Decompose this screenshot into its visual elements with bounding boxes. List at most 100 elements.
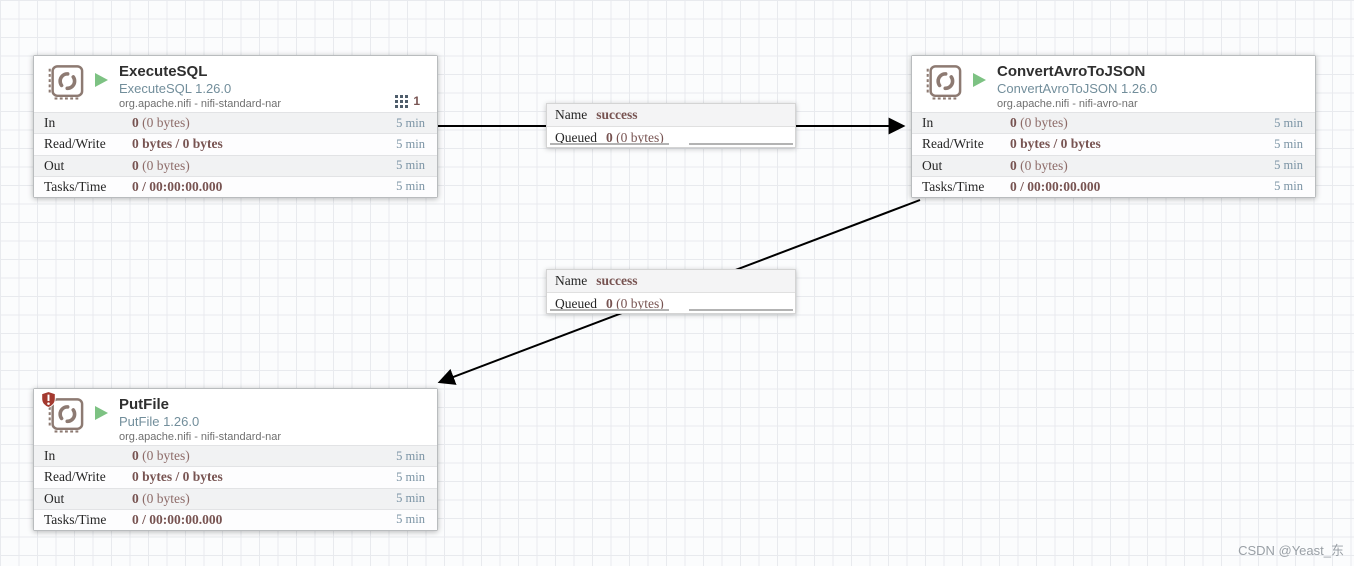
connection-queued-row: Queued 0 (0 bytes) <box>547 293 795 315</box>
stat-label: Read/Write <box>922 136 984 152</box>
stat-value: 0 <box>132 490 139 506</box>
queue-fill-bar-count <box>550 143 669 145</box>
processor-type-version: PutFile 1.26.0 <box>119 414 200 430</box>
stat-timeframe: 5 min <box>396 115 425 130</box>
connection-name-row: Name success <box>547 270 795 293</box>
queue-fill-bar-size <box>689 309 793 311</box>
run-status-icon <box>95 406 108 420</box>
run-status-stopped-false-running-icon <box>95 73 108 87</box>
tasks-count: 1 <box>413 94 420 108</box>
processor-putfile[interactable]: PutFile PutFile 1.26.0 org.apache.nifi -… <box>33 388 438 531</box>
stat-row-in: In 0 (0 bytes) 5 min <box>34 445 437 467</box>
processor-header: PutFile PutFile 1.26.0 org.apache.nifi -… <box>34 389 437 445</box>
stat-row-readwrite: Read/Write 0 bytes / 0 bytes 5 min <box>34 133 437 155</box>
stat-timeframe: 5 min <box>1274 158 1303 173</box>
stat-value-secondary: (0 bytes) <box>142 157 190 173</box>
stat-row-readwrite: Read/Write 0 bytes / 0 bytes 5 min <box>912 133 1315 155</box>
stat-row-in: In 0 (0 bytes) 5 min <box>912 112 1315 134</box>
stat-timeframe: 5 min <box>1274 136 1303 151</box>
watermark-text: CSDN @Yeast_东 <box>1238 543 1344 558</box>
stat-timeframe: 5 min <box>396 179 425 194</box>
connection-name-value: success <box>596 273 638 288</box>
stat-timeframe: 5 min <box>1274 115 1303 130</box>
processor-bundle: org.apache.nifi - nifi-standard-nar <box>119 98 282 111</box>
processor-stamp-icon <box>46 64 84 102</box>
processor-name: ConvertAvroToJSON <box>997 63 1146 80</box>
connection-queued-label: Queued <box>555 296 597 311</box>
stat-timeframe: 5 min <box>396 136 425 151</box>
stat-value: 0 bytes / 0 bytes <box>132 469 223 485</box>
connection-name-label: Name <box>555 273 588 288</box>
connection-queued-size: (0 bytes) <box>616 130 664 145</box>
stat-row-tasks: Tasks/Time 0 / 00:00:00.000 5 min <box>912 175 1315 197</box>
stat-label: Out <box>922 157 943 173</box>
stat-label: Out <box>44 490 65 506</box>
stat-row-tasks: Tasks/Time 0 / 00:00:00.000 5 min <box>34 175 437 197</box>
stat-timeframe: 5 min <box>396 491 425 506</box>
stat-timeframe: 5 min <box>396 512 425 527</box>
stat-row-readwrite: Read/Write 0 bytes / 0 bytes 5 min <box>34 466 437 488</box>
stat-row-tasks: Tasks/Time 0 / 00:00:00.000 5 min <box>34 508 437 530</box>
stat-row-out: Out 0 (0 bytes) 5 min <box>912 154 1315 176</box>
stat-label: Out <box>44 157 65 173</box>
connection-queued-count: 0 <box>605 296 613 311</box>
stat-label: Read/Write <box>44 469 106 485</box>
invalid-shield-icon <box>41 391 56 413</box>
stat-timeframe: 5 min <box>396 469 425 484</box>
stat-value: 0 <box>132 157 139 173</box>
stat-value-secondary: (0 bytes) <box>142 490 190 506</box>
stat-value: 0 / 00:00:00.000 <box>132 178 223 194</box>
stat-value-secondary: (0 bytes) <box>142 115 190 131</box>
stat-value: 0 / 00:00:00.000 <box>1010 178 1101 194</box>
stat-value: 0 <box>1010 157 1017 173</box>
stat-value: 0 <box>1010 115 1017 131</box>
stat-label: In <box>44 115 56 131</box>
connection-queued-row: Queued 0 (0 bytes) <box>547 127 795 149</box>
stat-timeframe: 5 min <box>1274 179 1303 194</box>
connection-name-label: Name <box>555 107 588 122</box>
stat-row-out: Out 0 (0 bytes) 5 min <box>34 487 437 509</box>
stat-value: 0 <box>132 115 139 131</box>
stat-timeframe: 5 min <box>396 158 425 173</box>
processor-bundle: org.apache.nifi - nifi-avro-nar <box>997 98 1138 111</box>
stat-value: 0 / 00:00:00.000 <box>132 511 223 527</box>
connection-label-executesql-to-convertavro[interactable]: Name success Queued 0 (0 bytes) <box>546 103 796 148</box>
stat-value-secondary: (0 bytes) <box>1020 115 1068 131</box>
processor-header: ConvertAvroToJSON ConvertAvroToJSON 1.26… <box>912 56 1315 112</box>
stat-label: Read/Write <box>44 136 106 152</box>
processor-name: ExecuteSQL <box>119 63 208 80</box>
grid-icon <box>395 94 409 108</box>
stat-value: 0 <box>132 448 139 464</box>
tasks-badge: 1 <box>395 94 420 108</box>
connection-name-row: Name success <box>547 104 795 127</box>
processor-bundle: org.apache.nifi - nifi-standard-nar <box>119 431 282 444</box>
queue-fill-bar-count <box>550 309 669 311</box>
stat-value: 0 bytes / 0 bytes <box>1010 136 1101 152</box>
connection-label-convertavro-to-putfile[interactable]: Name success Queued 0 (0 bytes) <box>546 269 796 314</box>
processor-type-version: ConvertAvroToJSON 1.26.0 <box>997 81 1158 97</box>
stat-row-out: Out 0 (0 bytes) 5 min <box>34 154 437 176</box>
run-status-icon <box>973 73 986 87</box>
processor-convertavrotojson[interactable]: ConvertAvroToJSON ConvertAvroToJSON 1.26… <box>911 55 1316 198</box>
connection-queued-size: (0 bytes) <box>616 296 664 311</box>
stat-timeframe: 5 min <box>396 448 425 463</box>
processor-type-version: ExecuteSQL 1.26.0 <box>119 81 232 97</box>
processor-header: ExecuteSQL ExecuteSQL 1.26.0 org.apache.… <box>34 56 437 112</box>
stat-label: Tasks/Time <box>44 178 107 194</box>
stat-label: Tasks/Time <box>922 178 985 194</box>
stat-row-in: In 0 (0 bytes) 5 min <box>34 112 437 134</box>
processor-stamp-icon <box>41 391 84 435</box>
processor-executesql[interactable]: ExecuteSQL ExecuteSQL 1.26.0 org.apache.… <box>33 55 438 198</box>
processor-stamp-icon <box>924 64 962 102</box>
stat-value: 0 bytes / 0 bytes <box>132 136 223 152</box>
connection-name-value: success <box>596 107 638 122</box>
connection-queued-label: Queued <box>555 130 597 145</box>
stat-label: Tasks/Time <box>44 511 107 527</box>
stat-label: In <box>44 448 56 464</box>
stat-label: In <box>922 115 934 131</box>
connection-queued-count: 0 <box>605 130 613 145</box>
stat-value-secondary: (0 bytes) <box>142 448 190 464</box>
queue-fill-bar-size <box>689 143 793 145</box>
processor-name: PutFile <box>119 396 170 413</box>
stat-value-secondary: (0 bytes) <box>1020 157 1068 173</box>
